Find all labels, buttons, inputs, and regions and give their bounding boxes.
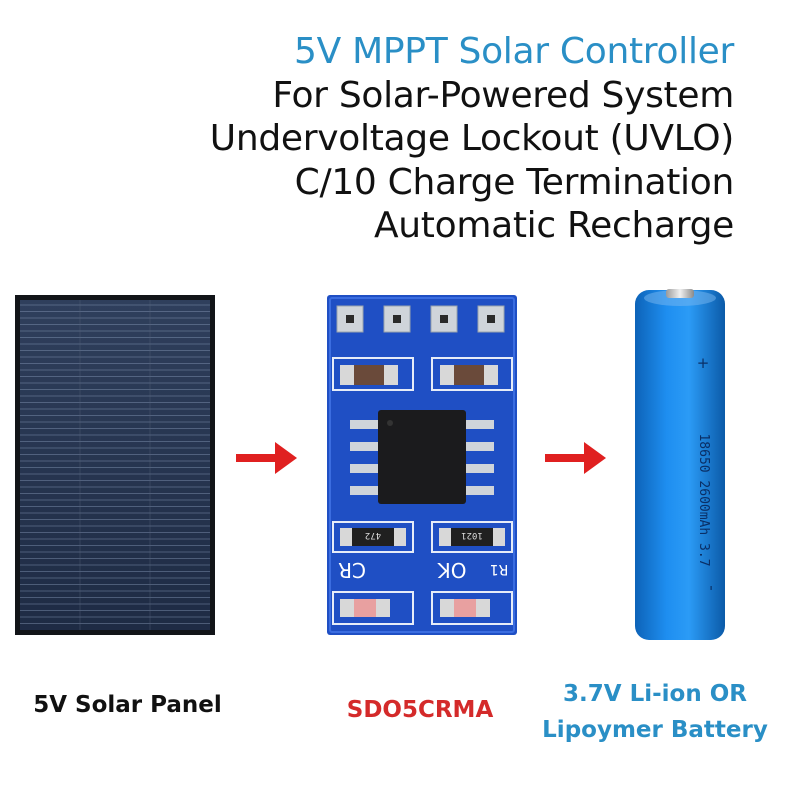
led-ok	[440, 599, 490, 617]
title-feature-3: C/10 Charge Termination	[294, 161, 735, 203]
arrow-right-icon	[545, 442, 606, 474]
silkscreen-cr-label: CR	[338, 558, 366, 582]
resistor-left-code: 472	[365, 530, 381, 540]
battery-caption: 3.7V Li-ion OR Lipoymer Battery	[530, 676, 780, 748]
solar-panel-caption: 5V Solar Panel	[33, 692, 222, 718]
battery-body	[635, 290, 725, 640]
title-feature-2: Undervoltage Lockout (UVLO)	[209, 118, 735, 159]
ic-chip	[350, 410, 494, 504]
title-block: 5V MPPT Solar Controller For Solar-Power…	[209, 30, 735, 248]
battery-caption-line-2: Lipoymer Battery	[542, 717, 768, 743]
resistor-left: 472	[340, 528, 406, 546]
battery-plus-label: +	[697, 354, 710, 372]
battery-minus-label: -	[703, 585, 721, 590]
silkscreen-r1-label: R1	[490, 561, 509, 577]
battery-model-label: 18650 2600mAh 3.7	[696, 433, 711, 566]
capacitor-right	[440, 365, 498, 385]
board-top-pads	[336, 305, 505, 333]
title-feature-1: For Solar-Powered System	[272, 74, 734, 116]
battery-caption-line-1: 3.7V Li-ion OR	[563, 681, 747, 707]
led-cr	[340, 599, 390, 617]
resistor-right-code: 1021	[461, 530, 483, 540]
ic-pins-left	[350, 420, 382, 495]
title-feature-4: Automatic Recharge	[373, 205, 734, 246]
solar-panel-grid-lines	[20, 300, 210, 630]
battery-18650: + 18650 2600mAh 3.7 -	[635, 289, 725, 640]
solar-panel-cells	[20, 300, 210, 630]
ic-pins-right	[462, 420, 494, 495]
title-heading: 5V MPPT Solar Controller	[294, 31, 734, 72]
resistor-right: 1021	[439, 528, 505, 546]
arrow-right-icon	[236, 442, 297, 474]
board-caption: SDO5CRMA	[346, 697, 494, 723]
solar-panel	[15, 295, 215, 635]
controller-board: 472 1021 CR OK R1	[327, 295, 517, 635]
silkscreen-ok-label: OK	[437, 558, 467, 582]
battery-terminal	[666, 289, 694, 298]
capacitor-left	[340, 365, 398, 385]
